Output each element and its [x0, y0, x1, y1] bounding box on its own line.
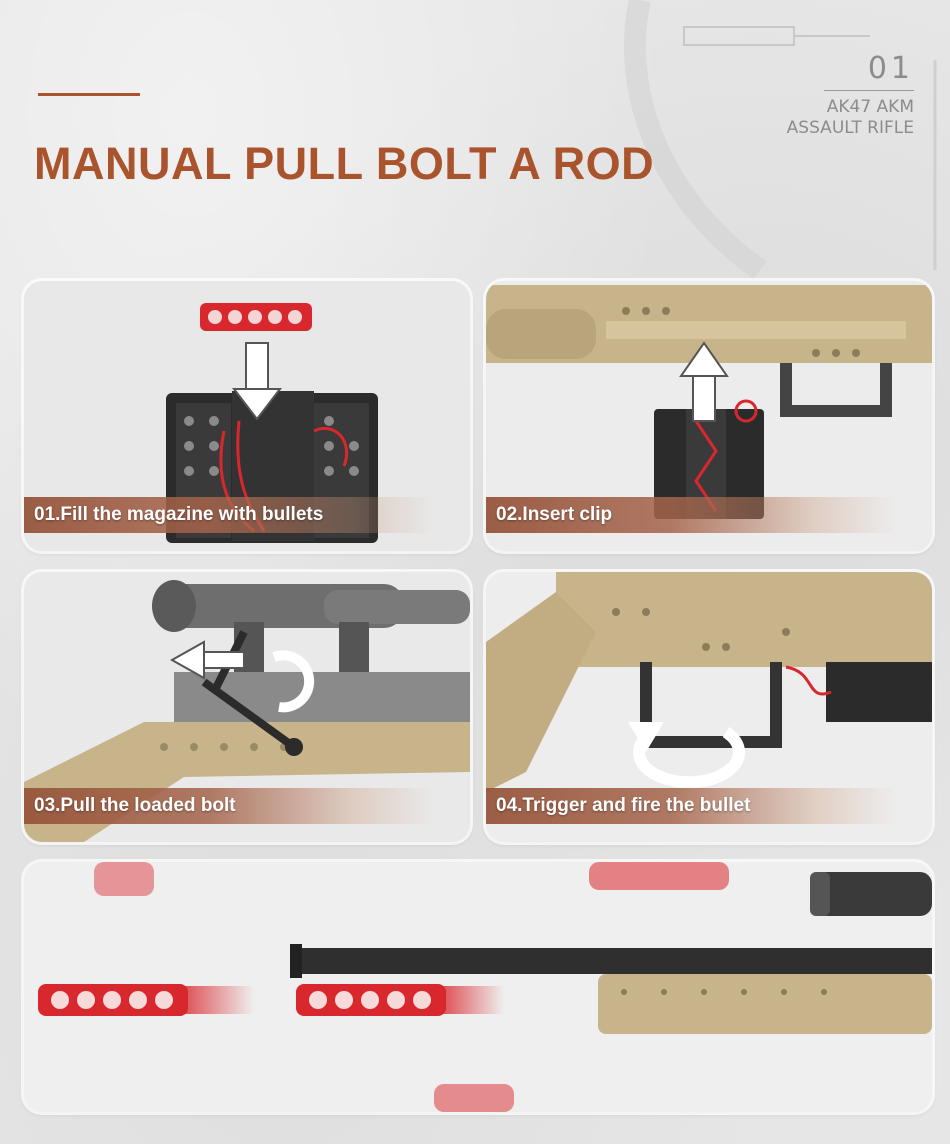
- page-title: MANUAL PULL BOLT A ROD: [34, 138, 655, 189]
- trigger-guard: [780, 363, 892, 417]
- arrow-down-icon: [231, 342, 283, 421]
- pull-bolt-illustration: [24, 580, 470, 842]
- trigger-illustration: [486, 572, 932, 792]
- scope-end: [810, 872, 932, 916]
- title-accent-line: [38, 93, 140, 96]
- step-caption: 03.Pull the loaded bolt: [24, 788, 435, 824]
- trigger-mechanism: [640, 662, 932, 748]
- firing-illustration: [38, 862, 932, 1112]
- step-panel-trigger-fire: 04.Trigger and fire the bullet: [486, 572, 932, 842]
- scope: [152, 580, 470, 672]
- product-subtitle-line1: AK47 AKM: [826, 97, 914, 117]
- step-caption: 02.Insert clip: [486, 497, 897, 533]
- step-panel-insert-clip: 02.Insert clip: [486, 281, 932, 551]
- rifle-stock: [486, 572, 932, 792]
- step-panel-pull-bolt: 03.Pull the loaded bolt: [24, 572, 470, 842]
- step-caption: 01.Fill the magazine with bullets: [24, 497, 435, 533]
- rotate-arrow-icon: [628, 722, 746, 789]
- rifle-body: [486, 285, 932, 363]
- arrow-up-icon: [679, 341, 729, 422]
- flying-bullet-2: [296, 984, 504, 1016]
- arrow-left-icon: [169, 640, 245, 680]
- product-label: 01 AK47 AKM ASSAULT RIFLE: [787, 52, 914, 139]
- step-panel-fill-magazine: 01.Fill the magazine with bullets: [24, 281, 470, 551]
- background-crosshair-decoration: [624, 0, 937, 280]
- rifle-barrel: [290, 944, 932, 1034]
- insert-clip-illustration: [486, 285, 932, 519]
- section-divider: [824, 90, 914, 91]
- blurred-bullet-top-left: [94, 862, 154, 896]
- step-caption: 04.Trigger and fire the bullet: [486, 788, 897, 824]
- firing-showcase-panel: [24, 862, 932, 1112]
- flying-bullet-1: [38, 984, 254, 1016]
- rotate-arrow-icon: [272, 650, 315, 713]
- product-subtitle-line2: ASSAULT RIFLE: [786, 118, 914, 138]
- blurred-bullet-top-right: [589, 862, 729, 890]
- blurred-bullet-bottom: [434, 1084, 514, 1112]
- bullet-strip: [200, 303, 312, 331]
- section-number: 01: [867, 51, 914, 86]
- rifle-receiver: [24, 672, 470, 842]
